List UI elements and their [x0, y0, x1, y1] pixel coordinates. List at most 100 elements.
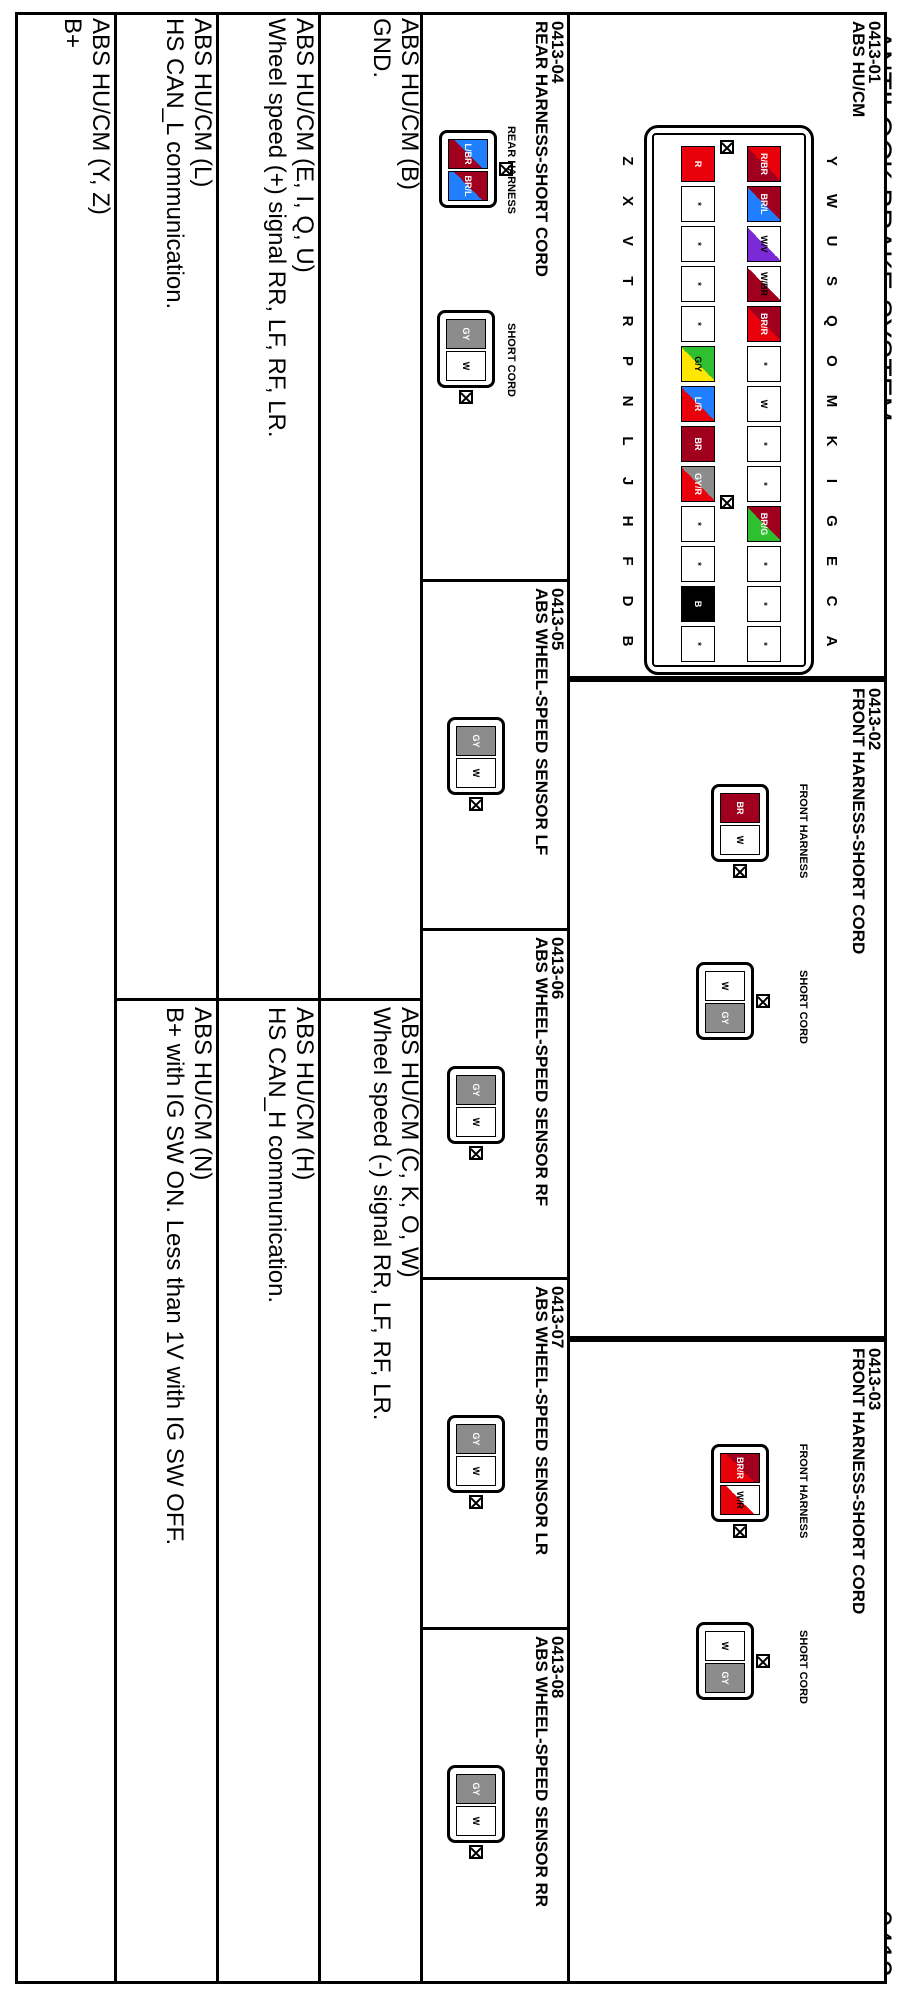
connector-box-0413-02: 0413-02 FRONT HARNESS-SHORT CORD FRONT H… [567, 679, 887, 1339]
desc-row-h: ABS HU/CM (H)HS CAN_H communication. [219, 1001, 321, 1984]
latch-icon [733, 864, 747, 878]
pin-letter-D: D [619, 595, 636, 607]
pin-Z: R [681, 146, 715, 182]
pin-H: * [681, 506, 715, 542]
pin-letter-U: U [823, 235, 840, 247]
pin-letter-W: W [823, 193, 840, 209]
pin-letter-Y: Y [823, 155, 840, 166]
pin-G: BR/G [747, 506, 781, 542]
desc-row-yz: ABS HU/CM (Y, Z)B+ [15, 12, 117, 1984]
pin-letter-B: B [619, 635, 636, 647]
pin-1: GY [456, 1075, 496, 1105]
pin-1: GY [456, 1774, 496, 1804]
pin-2: W [456, 1107, 496, 1137]
short-cord-label: SHORT CORD [505, 323, 517, 397]
pin-J: GY/R [681, 466, 715, 502]
pin-letter-L: L [619, 436, 636, 446]
pin-2: W [720, 825, 760, 855]
pin-letter-M: M [823, 394, 840, 408]
pin-2: W [456, 758, 496, 788]
pin-letter-C: C [823, 595, 840, 607]
latch-icon [469, 1146, 483, 1160]
connector-label-0413-05: 0413-05 ABS WHEEL-SPEED SENSOR LF [532, 588, 567, 856]
pin-X: * [681, 186, 715, 222]
short-cord-label: SHORT CORD [797, 970, 809, 1044]
pin-letter-K: K [823, 435, 840, 447]
pin-2: BR/L [448, 171, 488, 201]
pin-letter-Z: Z [619, 156, 636, 166]
latch-icon [459, 390, 473, 404]
pin-2: W/R [720, 1485, 760, 1515]
pin-letter-J: J [619, 476, 636, 486]
pin-1: GY [456, 726, 496, 756]
connector-label-0413-01: 0413-01 ABS HU/CM [849, 21, 884, 118]
pin-1: BR/R [720, 1453, 760, 1483]
pin-D: B [681, 586, 715, 622]
front-harness-label: FRONT HARNESS [797, 1443, 809, 1539]
latch-icon [756, 994, 770, 1008]
pin-W: BR/L [747, 186, 781, 222]
latch-icon [469, 797, 483, 811]
pin-1: L/BR [448, 139, 488, 169]
connector-box-0413-04: 0413-04 REAR HARNESS-SHORT CORD REAR HAR… [420, 12, 570, 582]
pin-Q: BR/R [747, 306, 781, 342]
pin-O: * [747, 346, 781, 382]
pin-letter-V: V [619, 235, 636, 246]
pin-I: * [747, 466, 781, 502]
pin-letter-P: P [619, 355, 636, 366]
latch-icon [756, 1654, 770, 1668]
pin-R: * [681, 306, 715, 342]
pin-letter-G: G [823, 515, 840, 527]
pin-2: W [446, 351, 486, 381]
connector-label-0413-02: 0413-02 FRONT HARNESS-SHORT CORD [849, 688, 884, 955]
desc-row-ckow: ABS HU/CM (C, K, O, W)Wheel speed (-) si… [368, 1007, 423, 1421]
connector-label-0413-04: 0413-04 REAR HARNESS-SHORT CORD [532, 21, 567, 277]
pin-letter-R: R [619, 315, 636, 327]
pin-letter-F: F [619, 556, 636, 566]
latch-icon [720, 140, 734, 154]
pin-K: * [747, 426, 781, 462]
connector-label-0413-08: 0413-08 ABS WHEEL-SPEED SENSOR RR [532, 1636, 567, 1908]
connector-label-0413-03: 0413-03 FRONT HARNESS-SHORT CORD [849, 1348, 884, 1615]
pin-1: GY [456, 1424, 496, 1454]
pin-2: W [456, 1806, 496, 1836]
pin-S: W/BR [747, 266, 781, 302]
latch-icon [720, 495, 734, 509]
pin-letter-Q: Q [823, 315, 840, 327]
connector-label-0413-06: 0413-06 ABS WHEEL-SPEED SENSOR RF [532, 937, 567, 1207]
desc-row-eiqu: ABS HU/CM (E, I, Q, U)Wheel speed (+) si… [219, 12, 321, 998]
pin-V: * [681, 226, 715, 262]
pin-T: * [681, 266, 715, 302]
pin-letter-E: E [823, 555, 840, 566]
pin-letter-X: X [619, 195, 636, 206]
short-cord-label: SHORT CORD [797, 1630, 809, 1704]
pin-2: GY [705, 1003, 745, 1033]
pin-letter-N: N [619, 395, 636, 407]
desc-row-l: ABS HU/CM (L)HS CAN_L communication. [117, 12, 219, 998]
pin-Y: R/BR [747, 146, 781, 182]
pin-2: GY [705, 1663, 745, 1693]
pin-F: * [681, 546, 715, 582]
pin-L: BR [681, 426, 715, 462]
connector-label-0413-07: 0413-07 ABS WHEEL-SPEED SENSOR LR [532, 1286, 567, 1556]
pin-2: W [456, 1456, 496, 1486]
pin-1: W [705, 971, 745, 1001]
desc-row-n: ABS HU/CM (N)B+ with IG SW ON. Less than… [117, 1001, 219, 1984]
latch-icon [499, 162, 513, 176]
